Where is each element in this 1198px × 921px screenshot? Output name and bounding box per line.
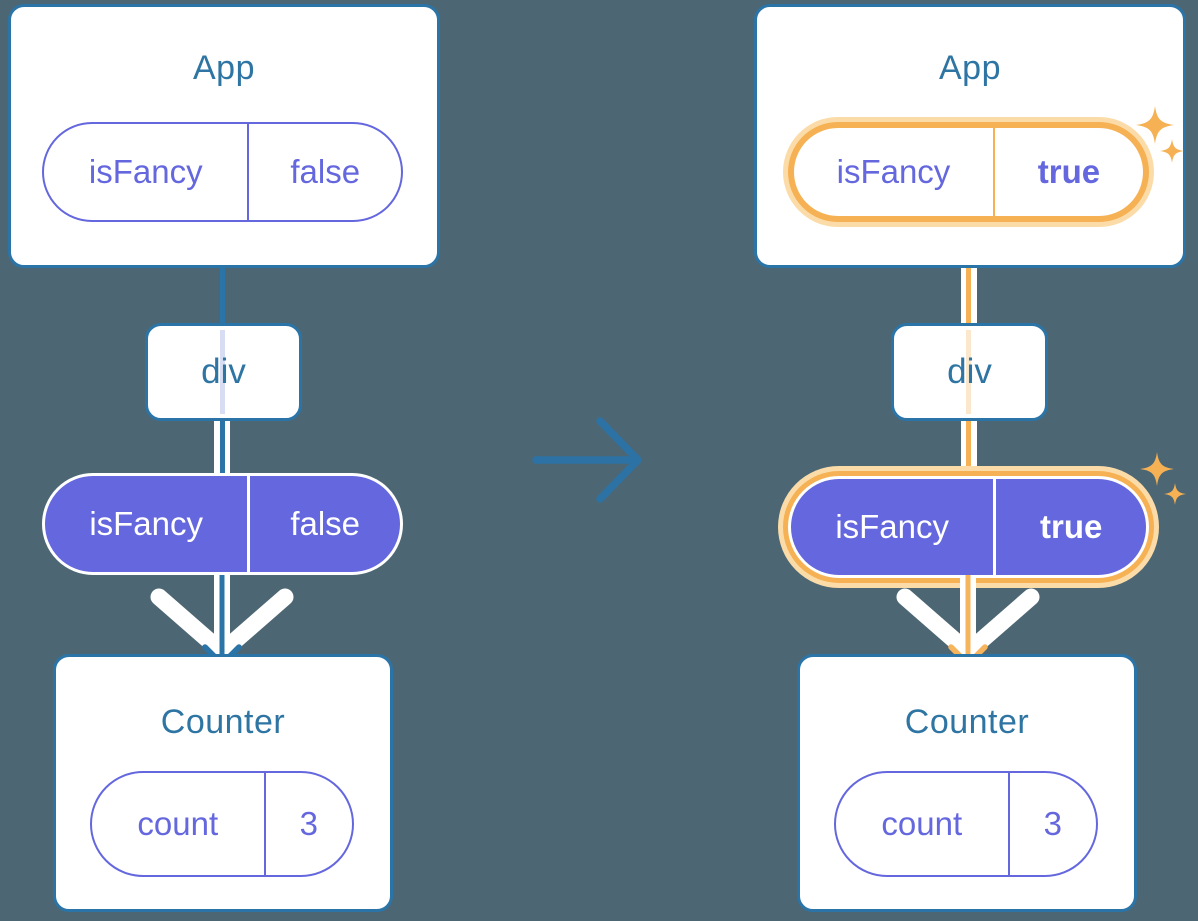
sparkle-icon [1164,483,1186,505]
prop-value-label: true [993,479,1146,575]
before-counter-box: Counter count 3 [53,654,393,912]
state-value-label: 3 [1007,773,1096,875]
after-div-pass-through-line [966,330,971,414]
after-div-label: div [947,352,992,391]
prop-name-label: isFancy [835,508,950,545]
before-div-label: div [201,352,246,391]
before-app-title: App [193,49,255,87]
before-counter-state-pill: count 3 [90,771,354,877]
after-counter-state-pill: count 3 [834,771,1098,877]
before-app-prop-pill: isFancy false [42,122,403,222]
before-app-to-div-line [219,266,225,326]
sparkle-icon [1160,139,1184,163]
after-div-box: div [891,323,1048,421]
state-name-label: count [881,805,963,842]
transition-arrow-icon [532,417,642,503]
after-counter-box: Counter count 3 [797,654,1137,912]
prop-value-label: false [247,476,400,572]
sparkle-icon [1136,106,1174,144]
prop-value-label: true [992,128,1143,216]
prop-name-label: isFancy [88,153,203,190]
before-div-box: div [145,323,302,421]
after-app-box: App isFancy true [754,4,1186,268]
after-passed-prop-pill: isFancy true [788,476,1149,578]
after-counter-title: Counter [904,703,1030,741]
after-app-title: App [939,49,1001,87]
sparkle-icon [1140,452,1174,486]
prop-name-label: isFancy [89,505,204,542]
before-app-box: App isFancy false [8,4,440,268]
before-counter-title: Counter [160,703,286,741]
state-value-label: 3 [263,773,352,875]
after-app-prop-pill: isFancy true [788,122,1149,222]
before-passed-prop-pill: isFancy false [42,473,403,575]
prop-name-label: isFancy [836,153,951,190]
before-prop-arrow-icon [150,575,294,667]
before-div-pass-through-line [220,330,225,414]
after-app-to-div-line [960,266,977,326]
state-name-label: count [137,805,219,842]
prop-value-label: false [247,124,401,220]
